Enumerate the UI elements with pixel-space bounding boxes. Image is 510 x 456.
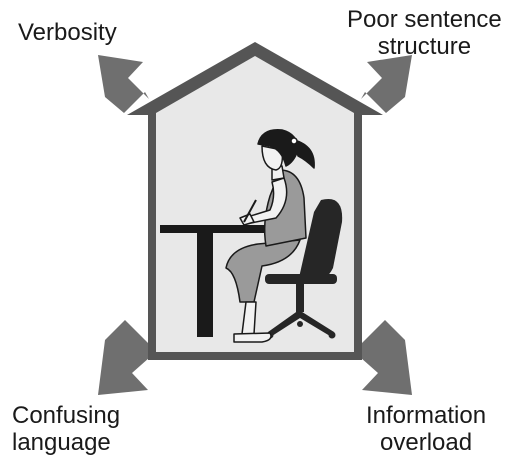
arrow-top-right — [361, 55, 412, 113]
label-verbosity: Verbosity — [18, 19, 117, 46]
label-confusing-language-line-2: language — [12, 429, 111, 456]
woman-writing — [225, 129, 315, 343]
arrow-bottom-right — [352, 320, 412, 395]
label-information-overload: Information overload — [366, 402, 486, 456]
label-poor-sentence-structure-line-1: Poor sentence — [347, 6, 502, 33]
label-poor-sentence-structure-line-2: structure — [377, 33, 472, 60]
arrow-bottom-left — [98, 320, 158, 395]
label-poor-sentence-structure: Poor sentence structure — [347, 6, 502, 60]
desk — [160, 225, 268, 337]
label-verbosity-line-1: Verbosity — [18, 19, 117, 46]
label-information-overload-line-1: Information — [366, 402, 487, 429]
label-confusing-language-line-1: Confusing — [12, 402, 121, 429]
label-information-overload-line-2: overload — [380, 429, 473, 456]
label-confusing-language: Confusing language — [12, 402, 120, 456]
arrow-top-left — [98, 55, 149, 113]
